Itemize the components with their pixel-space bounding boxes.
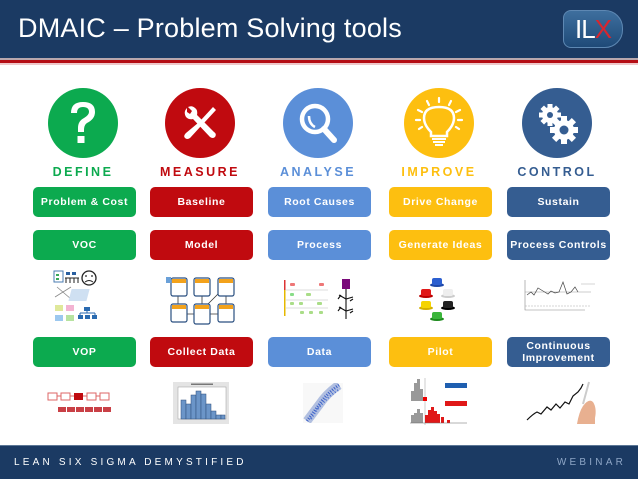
phase-analyse-column: ANALYSE Root Causes Process Data xyxy=(263,0,373,440)
phase-improve-column: IMPROVE Drive Change Generate Ideas Pilo… xyxy=(384,0,494,440)
phase-measure-column: MEASURE Baseline Model Collect Data xyxy=(145,0,255,440)
scatter-plot-image xyxy=(303,381,343,428)
control-chart-image xyxy=(515,278,599,323)
lightbulb-icon xyxy=(404,88,474,158)
logo-accent: X xyxy=(594,13,612,44)
improve-pilot-button[interactable]: Pilot xyxy=(389,337,492,367)
magnifier-icon xyxy=(283,88,353,158)
six-thinking-hats-image xyxy=(417,275,457,328)
rising-trend-drawing-image xyxy=(523,378,599,429)
define-problem-cost-button[interactable]: Problem & Cost xyxy=(33,187,136,217)
footer-event-type: WEBINAR xyxy=(556,457,626,468)
improve-generate-ideas-button[interactable]: Generate Ideas xyxy=(389,230,492,260)
gears-icon xyxy=(522,88,592,158)
process-map-diagram-image xyxy=(164,276,238,331)
measure-model-button[interactable]: Model xyxy=(150,230,253,260)
swimlane-fishbone-image xyxy=(284,277,364,326)
histogram-chart-image xyxy=(173,382,229,429)
wrench-screwdriver-icon xyxy=(165,88,235,158)
phase-label-improve: IMPROVE xyxy=(401,165,477,179)
phase-label-control: CONTROL xyxy=(517,165,597,179)
define-tools-collage-image xyxy=(53,269,115,330)
define-vop-button[interactable]: VOP xyxy=(33,337,136,367)
page-title: DMAIC – Problem Solving tools xyxy=(18,13,402,43)
question-mark-icon xyxy=(48,88,118,158)
analyse-process-button[interactable]: Process xyxy=(268,230,371,260)
header-pink-rule xyxy=(0,63,638,65)
logo-main: IL xyxy=(574,13,596,44)
before-after-histogram-image xyxy=(409,377,469,432)
control-process-controls-button[interactable]: Process Controls xyxy=(507,230,610,260)
improve-drive-change-button[interactable]: Drive Change xyxy=(389,187,492,217)
footer-series-title: LEAN SIX SIGMA DEMYSTIFIED xyxy=(14,457,247,468)
header-red-rule xyxy=(0,60,638,63)
phase-label-analyse: ANALYSE xyxy=(279,165,357,179)
control-continuous-improvement-button[interactable]: Continuous Improvement xyxy=(507,337,610,367)
analyse-root-causes-button[interactable]: Root Causes xyxy=(268,187,371,217)
sipoc-process-flow-image xyxy=(46,390,116,421)
phase-define-column: DEFINE Problem & Cost VOC VOP xyxy=(28,0,138,440)
header-divider xyxy=(0,58,638,60)
phase-label-define: DEFINE xyxy=(52,165,114,179)
define-voc-button[interactable]: VOC xyxy=(33,230,136,260)
measure-baseline-button[interactable]: Baseline xyxy=(150,187,253,217)
footer-bar: LEAN SIX SIGMA DEMYSTIFIED WEBINAR xyxy=(0,445,638,479)
measure-collect-data-button[interactable]: Collect Data xyxy=(150,337,253,367)
analyse-data-button[interactable]: Data xyxy=(268,337,371,367)
control-sustain-button[interactable]: Sustain xyxy=(507,187,610,217)
phase-label-measure: MEASURE xyxy=(159,165,240,179)
phase-control-column: CONTROL Sustain Process Controls Continu… xyxy=(502,0,612,440)
